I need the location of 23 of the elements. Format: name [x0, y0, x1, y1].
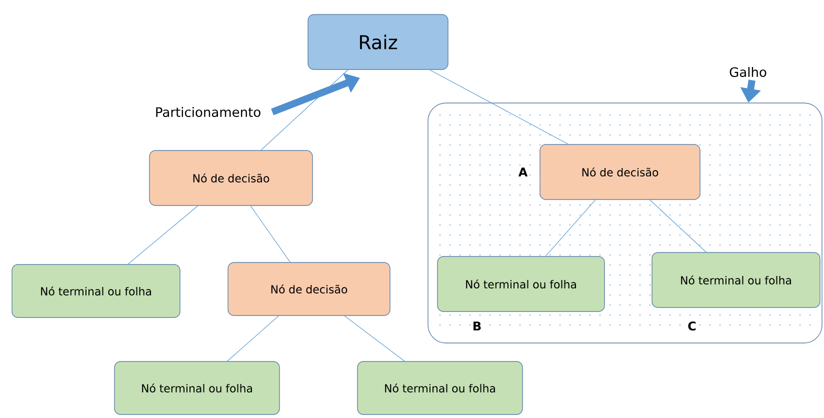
connector-line — [260, 70, 348, 150]
side-letter: C — [688, 321, 696, 331]
leaf-box: Nó terminal ou folha — [12, 264, 180, 318]
connector-line — [545, 200, 596, 256]
branch-region — [428, 102, 822, 344]
leaf-box: Nó terminal ou folha — [357, 361, 523, 415]
connector-line — [250, 206, 290, 262]
leaf-box: Nó terminal ou folha — [437, 256, 605, 312]
decision-box: Nó de decisão — [228, 262, 390, 316]
node-label: Galho — [730, 66, 766, 78]
decision-box: Nó de decisão — [540, 144, 700, 200]
side-letter: A — [518, 168, 528, 176]
node-label: Particionamento — [156, 106, 260, 118]
connector-line — [344, 316, 405, 362]
connector-line — [128, 206, 198, 264]
decision-box: Nó de decisão — [149, 150, 313, 206]
root-box: Raiz — [308, 14, 448, 70]
connector-line — [430, 70, 568, 144]
connector-line — [227, 316, 279, 362]
leaf-box: Nó terminal ou folha — [114, 361, 280, 415]
side-letter: B — [474, 322, 481, 330]
leaf-box: Nó terminal ou folha — [652, 252, 820, 308]
connector-line — [650, 200, 706, 252]
